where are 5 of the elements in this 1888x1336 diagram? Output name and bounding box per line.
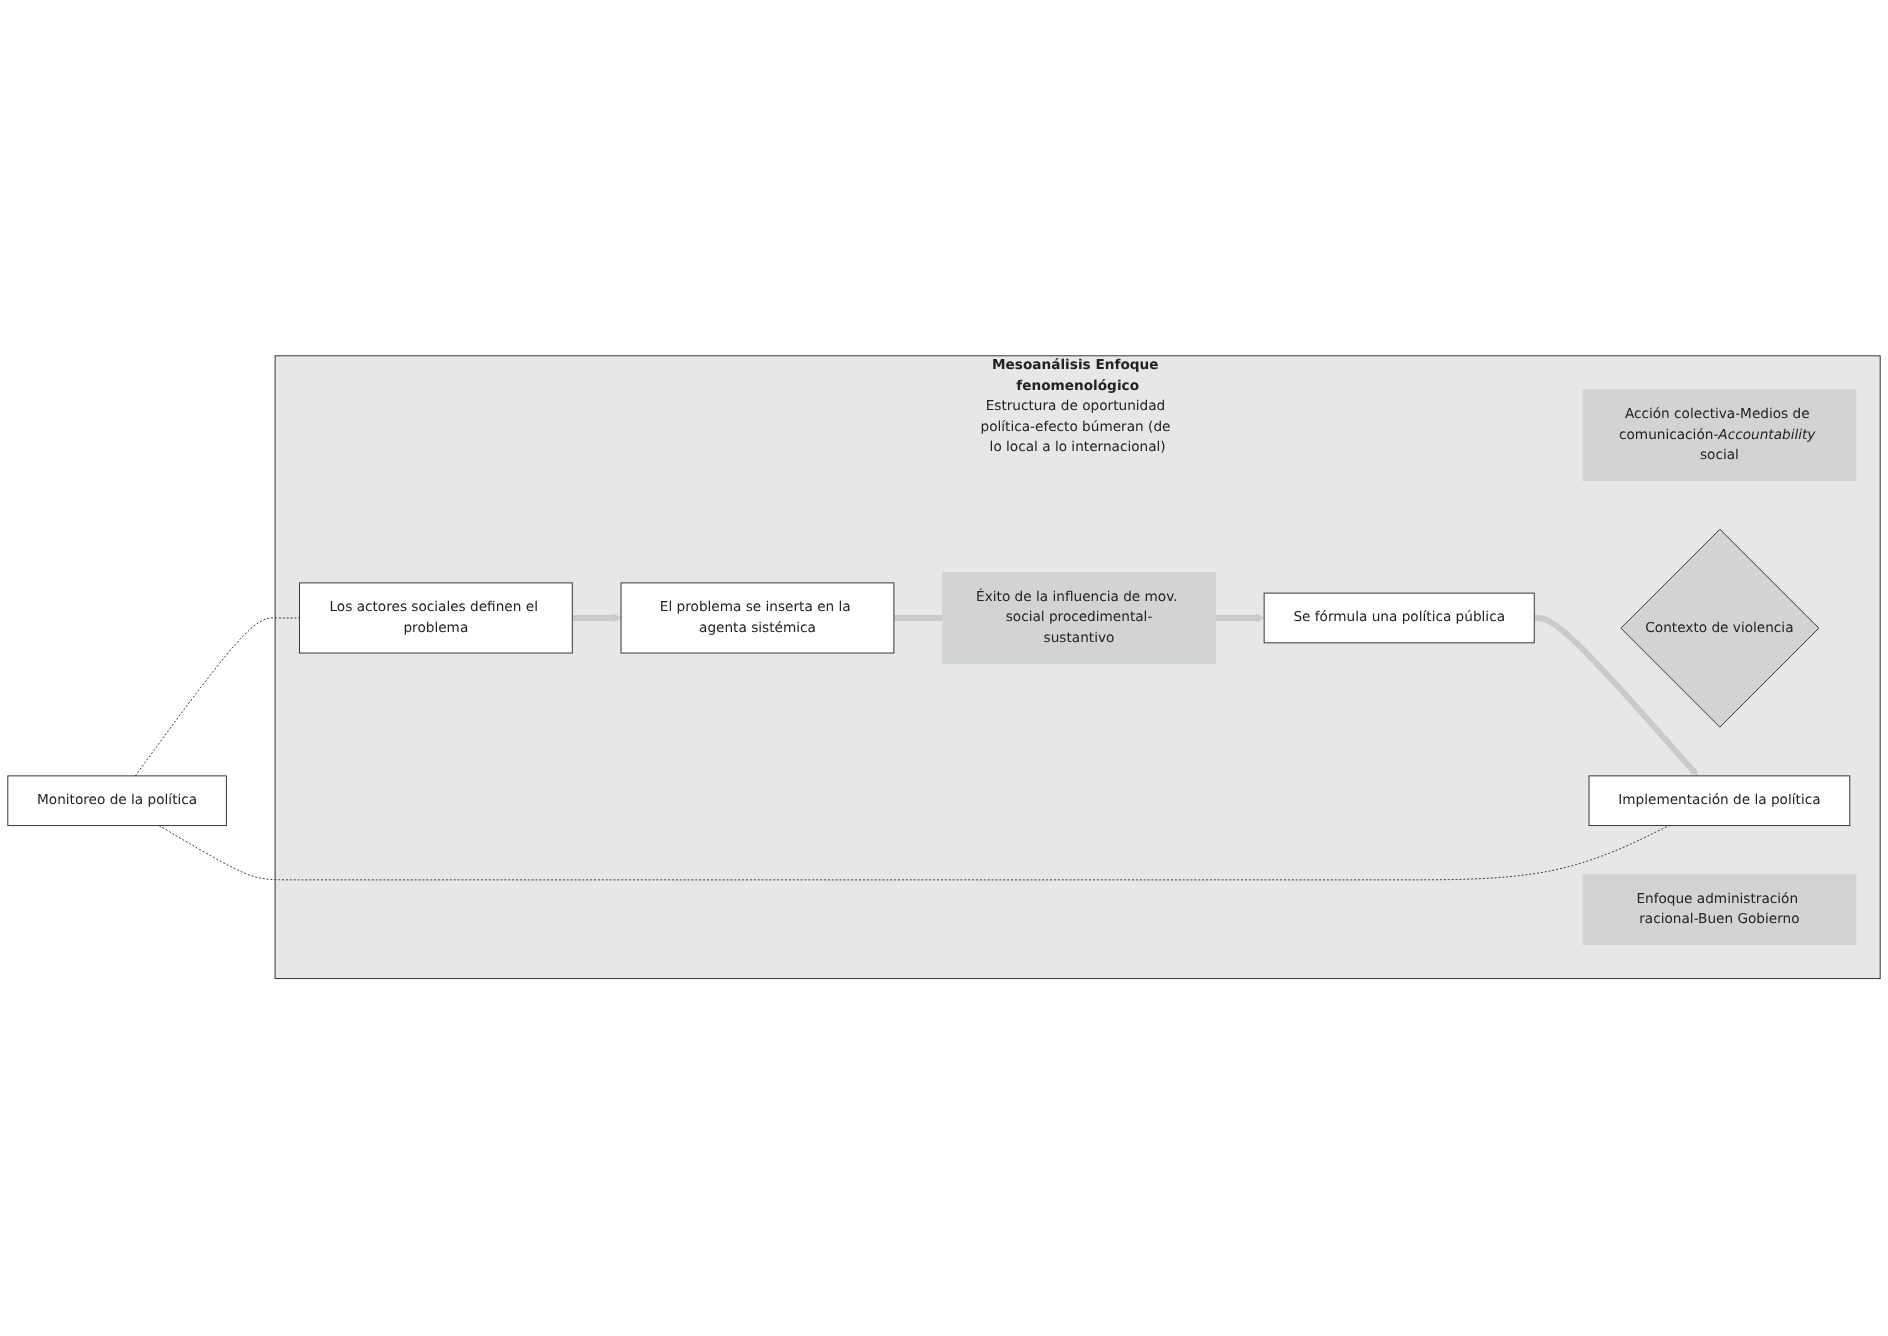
arrow [1215,614,1265,624]
arrow [1534,615,1698,778]
connector [134,618,300,778]
connector [158,825,1670,882]
arrow [572,614,622,624]
